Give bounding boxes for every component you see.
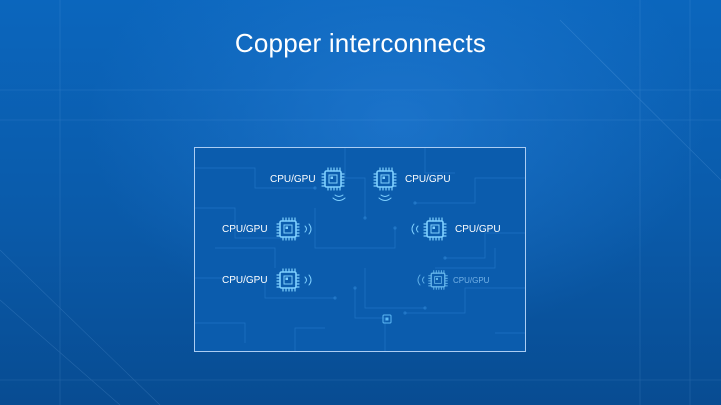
cpu-gpu-node-3: CPU/GPU [222,216,315,242]
signal-waves-icon [304,274,312,286]
node-label: CPU/GPU [270,173,316,185]
cpu-gpu-node-5: CPU/GPU [222,267,315,293]
processor-chip-icon [373,167,397,191]
processor-chip-icon [428,270,448,290]
cpu-gpu-node-6: CPU/GPU [414,267,489,293]
processor-chip-icon [320,167,345,191]
diagram-panel: CPU/GPU CPU/GPU CPU/GPU CPU/GPU CPU/GPU … [194,147,526,352]
processor-chip-icon [423,217,447,241]
cpu-gpu-node-1: CPU/GPU [270,166,346,192]
signal-waves-icon [378,194,392,201]
center-node-marker [382,314,392,324]
cpu-gpu-node-4: CPU/GPU [408,216,501,242]
node-label: CPU/GPU [405,173,451,185]
node-label: CPU/GPU [222,274,268,286]
processor-chip-icon [275,268,300,292]
signal-waves-icon [411,223,419,235]
signal-waves-icon [304,223,312,235]
processor-chip-icon [275,217,300,241]
node-label: CPU/GPU [222,223,268,235]
cpu-gpu-node-2: CPU/GPU [372,166,451,192]
slide-title: Copper interconnects [234,28,487,58]
circuit-traces-pattern [195,148,525,351]
node-label: CPU/GPU [455,223,501,235]
node-label: CPU/GPU [453,275,490,285]
signal-waves-icon [417,274,425,286]
signal-waves-icon [332,194,346,201]
